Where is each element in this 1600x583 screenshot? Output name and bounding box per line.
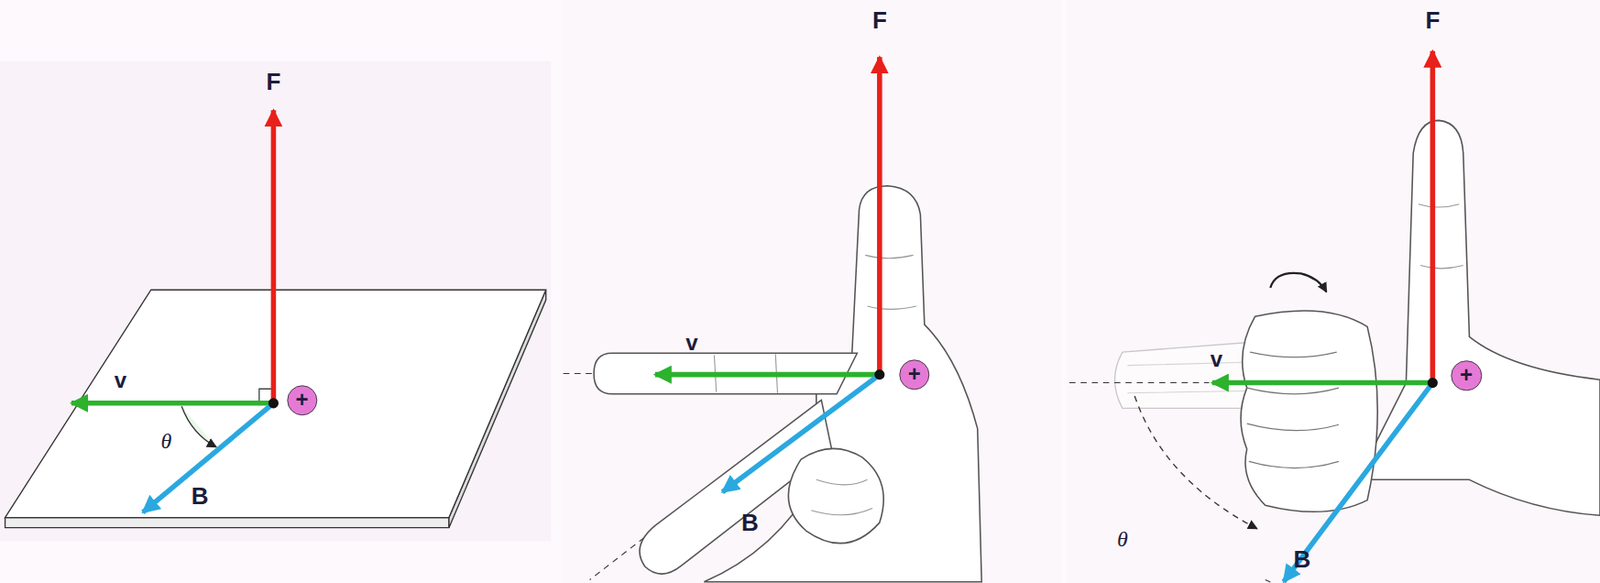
angle-arc [181,405,217,448]
force-arrow [1430,51,1436,384]
vector-label: F [1424,8,1440,33]
curl-arrow [1270,273,1327,293]
charge-circle: + [1450,360,1481,391]
angle-arc [1134,395,1258,529]
charge-dot [1427,377,1438,388]
hand-crease [810,479,873,515]
velocity-arrow [71,400,274,406]
vector-label: B [191,483,209,508]
field-arrow [142,403,274,513]
angle-label: θ [161,429,173,452]
ghost-hand [1127,361,1245,393]
charge-circle: + [898,359,930,390]
plate-edge [5,517,450,528]
hand-crease [1418,204,1464,269]
panel-ground [1066,0,1600,583]
charge-sign: + [908,363,921,386]
hand-palm [1357,120,1600,516]
guide-line [1069,382,1210,384]
vector-label: v [685,331,698,354]
charge-sign: + [1459,364,1473,387]
hand-crease [865,254,917,309]
guide-line [1265,579,1282,583]
field-arrow [1283,383,1434,582]
vector-label: B [741,510,759,535]
panel-ground [0,61,551,541]
angle-label: θ [1117,527,1129,550]
charge-dot [874,369,885,380]
force-arrow [271,109,277,404]
vector-label: F [872,8,888,33]
field-arrow [722,374,879,493]
charge-sign: + [295,388,309,411]
velocity-arrow [655,372,880,378]
panel-ground [560,0,1062,583]
vector-label: v [114,369,127,392]
vector-label: v [1210,348,1223,371]
vector-label: B [1293,547,1311,571]
charge-dot [268,397,279,408]
vector-label: F [265,69,281,94]
velocity-arrow [1212,380,1434,386]
curled-fingers [788,448,884,543]
force-arrow [876,56,883,374]
knuckle-line [1247,351,1339,468]
charge-circle: + [286,384,318,416]
